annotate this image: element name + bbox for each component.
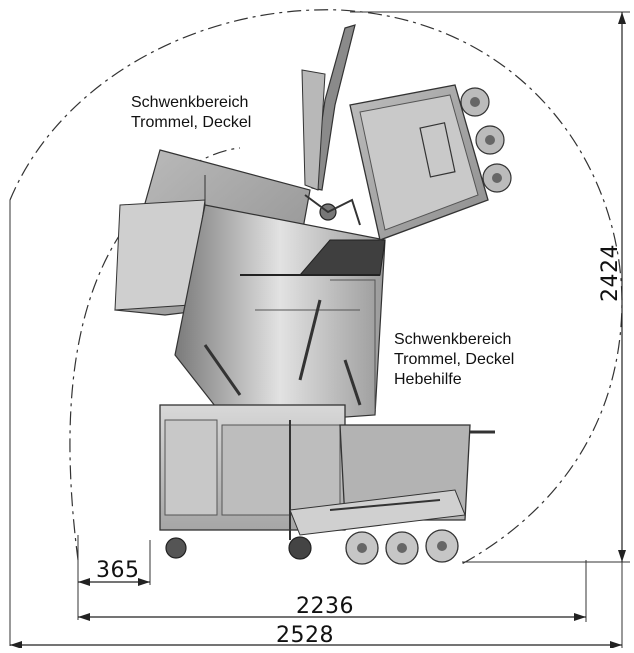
drum <box>174 204 386 426</box>
dimension-label-2528: 2528 <box>276 623 334 648</box>
swing-range-outer-arc <box>9 9 623 566</box>
base-panel-left <box>164 419 218 516</box>
drum-paddle-3 <box>343 359 362 406</box>
arrow-height-top <box>618 12 626 24</box>
arrow-2236-left <box>78 613 90 621</box>
dimension-label-2236: 2236 <box>296 594 354 619</box>
lid-link <box>304 194 361 226</box>
swing-mid-line3: Hebehilfe <box>394 371 462 388</box>
dimension-label-2424: 2424 <box>598 244 623 302</box>
drum-panel <box>330 279 376 410</box>
machine-wheels <box>165 529 459 565</box>
drum-paddle-2 <box>298 299 322 381</box>
drum-paddle-1 <box>203 344 242 396</box>
swing-range-label-drum-lid-lift: Schwenkbereich Trommel, Deckel Hebehilfe <box>394 330 514 390</box>
swing-range-label-drum-lid: Schwenkbereich Trommel, Deckel <box>131 93 251 133</box>
arrow-height-bottom <box>618 550 626 562</box>
swing-mid-line2: Trommel, Deckel <box>394 351 515 368</box>
swing-mid-line1: Schwenkbereich <box>394 331 512 348</box>
dimension-label-365: 365 <box>96 558 140 583</box>
wheel-center <box>288 536 312 560</box>
lid-arm <box>311 24 356 191</box>
trolley-rail <box>329 499 441 511</box>
arrow-2236-right <box>574 613 586 621</box>
swing-top-line2: Trommel, Deckel <box>131 114 252 131</box>
wheel-left <box>165 537 187 559</box>
lid-box-rollers <box>460 87 512 193</box>
swing-top-line1: Schwenkbereich <box>131 94 249 111</box>
base-panel-right <box>221 424 341 516</box>
lid-arm-bracket <box>301 69 326 191</box>
arrow-2528-right <box>610 641 622 649</box>
lid-box-inner <box>359 94 479 231</box>
arrow-365-left <box>78 578 90 586</box>
lid-box-handle <box>419 122 456 178</box>
arrow-365-right <box>138 578 150 586</box>
arrow-2528-left <box>10 641 22 649</box>
